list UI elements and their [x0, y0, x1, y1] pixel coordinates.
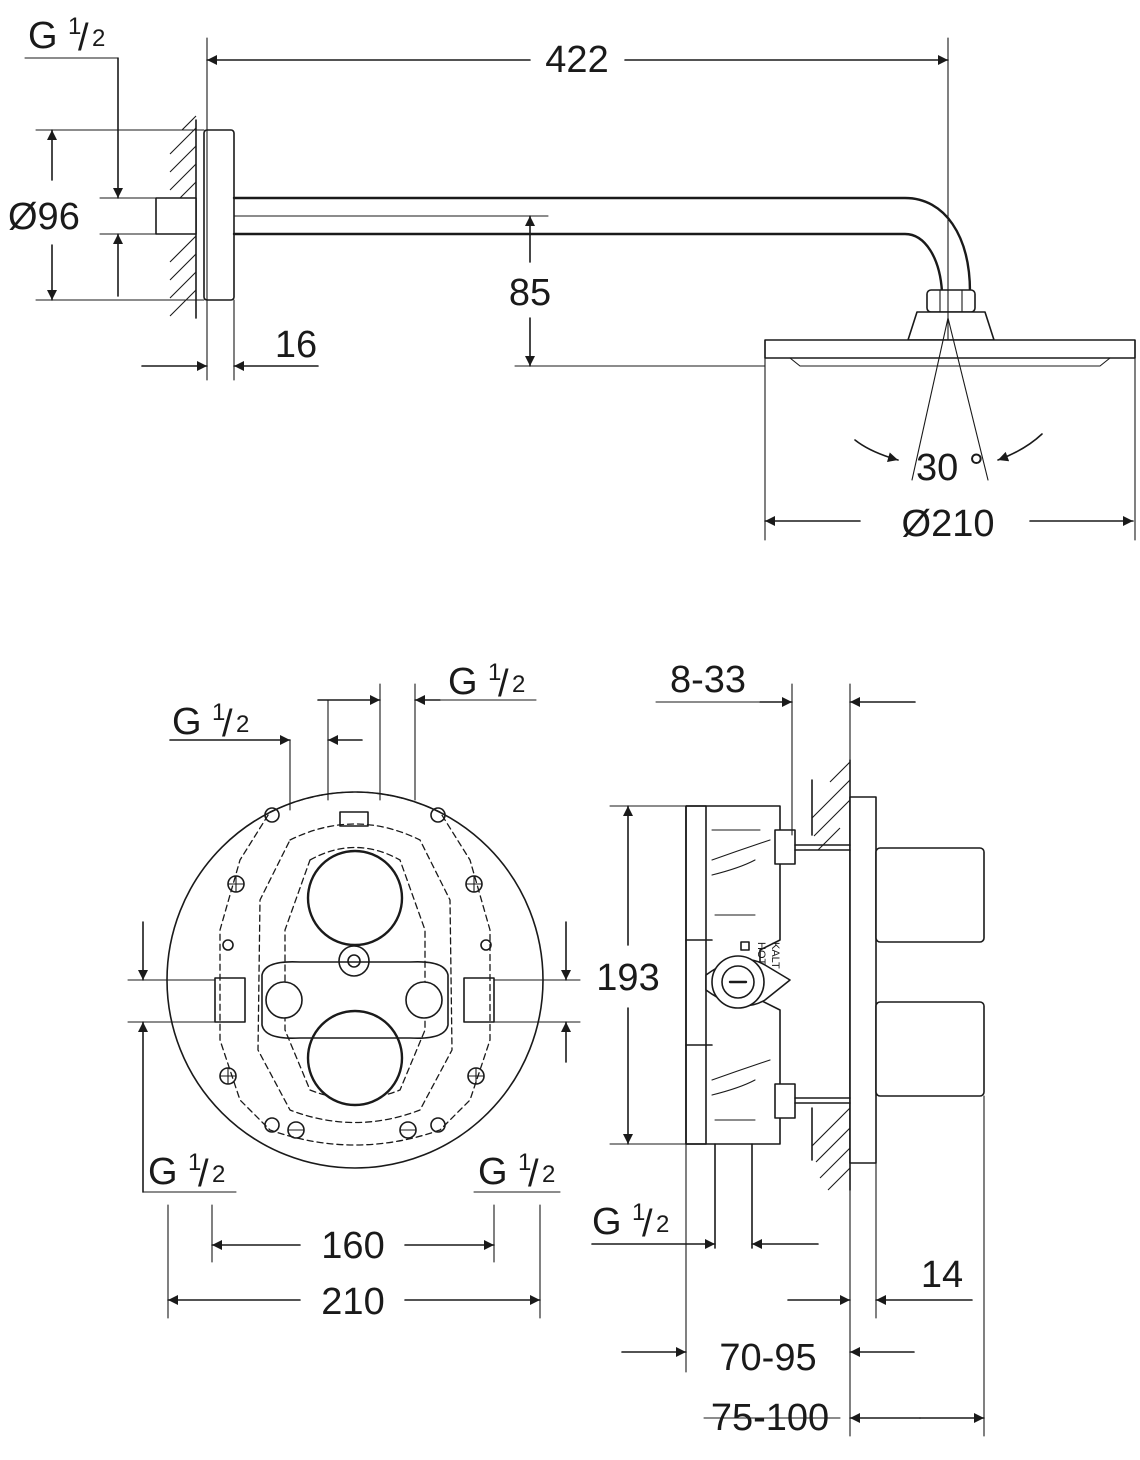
head-neck — [907, 311, 995, 341]
thread-label-bottom-right: G 1 / 2 — [478, 1149, 555, 1195]
dim-160-label: 160 — [321, 1225, 384, 1267]
housing-mark-kalt: KALT — [769, 942, 781, 969]
mounting-frame — [219, 791, 491, 1146]
svg-text:2: 2 — [212, 1161, 225, 1188]
thread-label-top: G 1 / 2 — [28, 13, 105, 59]
dim-210-label: 210 — [321, 1281, 384, 1323]
svg-text:G: G — [172, 701, 202, 743]
wall-flange — [203, 129, 235, 301]
dim-head-diameter-label: Ø210 — [902, 503, 995, 545]
svg-text:1: 1 — [212, 699, 225, 726]
dim-angle-label: 30 ° — [916, 447, 984, 489]
svg-text:1: 1 — [518, 1149, 531, 1176]
svg-text:G: G — [28, 15, 58, 57]
svg-text:2: 2 — [512, 671, 525, 698]
svg-text:G: G — [148, 1151, 178, 1193]
upper-handle — [875, 847, 985, 943]
svg-text:2: 2 — [236, 711, 249, 738]
front-view: G 1 / 2 G 1 / 2 G 1 / 2 G 1 / — [127, 659, 581, 1323]
svg-text:/: / — [528, 1153, 539, 1195]
svg-text:G: G — [478, 1151, 508, 1193]
thread-label-side-bottom: G 1 / 2 — [592, 1199, 669, 1245]
connection-nut — [926, 289, 976, 313]
dim-193-label: 193 — [596, 957, 659, 999]
svg-text:1: 1 — [188, 1149, 201, 1176]
upper-stem — [774, 829, 796, 865]
svg-text:G: G — [448, 661, 478, 703]
dim-85-label: 85 — [509, 272, 551, 314]
right-port — [405, 981, 443, 1019]
housing-mark-hot: HOT — [755, 942, 767, 966]
thread-label-top-right: G 1 / 2 — [448, 659, 525, 705]
dim-wall-adjust-label: 8-33 — [670, 659, 746, 701]
dim-70-95-label: 70-95 — [719, 1337, 816, 1379]
dim-75-100-label: 75-100 — [711, 1397, 829, 1439]
top-view: 422 G 1 / 2 Ø96 85 16 — [8, 13, 1136, 545]
side-view: HOT KALT 8-33 193 G 1 / — [591, 659, 985, 1439]
shower-head — [764, 339, 1136, 359]
svg-text:1: 1 — [632, 1199, 645, 1226]
left-port — [265, 981, 303, 1019]
center-port — [338, 945, 370, 977]
thread-label-bottom-left: G 1 / 2 — [148, 1149, 225, 1195]
mounting-screws — [219, 807, 492, 1139]
svg-text:1: 1 — [68, 13, 81, 40]
dim-16-label: 16 — [275, 324, 317, 366]
svg-text:1: 1 — [488, 659, 501, 686]
svg-text:2: 2 — [542, 1161, 555, 1188]
wall-hatch-side — [811, 759, 851, 1191]
lower-stem — [774, 1083, 796, 1119]
rosette-outline — [166, 791, 544, 1169]
top-clip — [339, 811, 369, 827]
shower-arm — [232, 196, 972, 294]
lower-handle — [875, 1001, 985, 1097]
lower-valve — [306, 1009, 404, 1107]
upper-valve — [306, 849, 404, 947]
svg-text:/: / — [498, 663, 509, 705]
svg-text:/: / — [222, 703, 233, 745]
svg-text:2: 2 — [656, 1211, 669, 1238]
thread-label-top-left: G 1 / 2 — [172, 699, 249, 745]
dim-14-label: 14 — [921, 1254, 963, 1296]
svg-text:/: / — [642, 1203, 653, 1245]
svg-text:/: / — [78, 17, 89, 59]
cover-plate — [849, 796, 877, 1164]
dim-flange-diameter-label: Ø96 — [8, 196, 80, 238]
dim-422-label: 422 — [545, 39, 608, 81]
svg-text:G: G — [592, 1201, 622, 1243]
inlet-fitting — [155, 197, 197, 235]
svg-text:/: / — [198, 1153, 209, 1195]
svg-text:2: 2 — [92, 25, 105, 52]
